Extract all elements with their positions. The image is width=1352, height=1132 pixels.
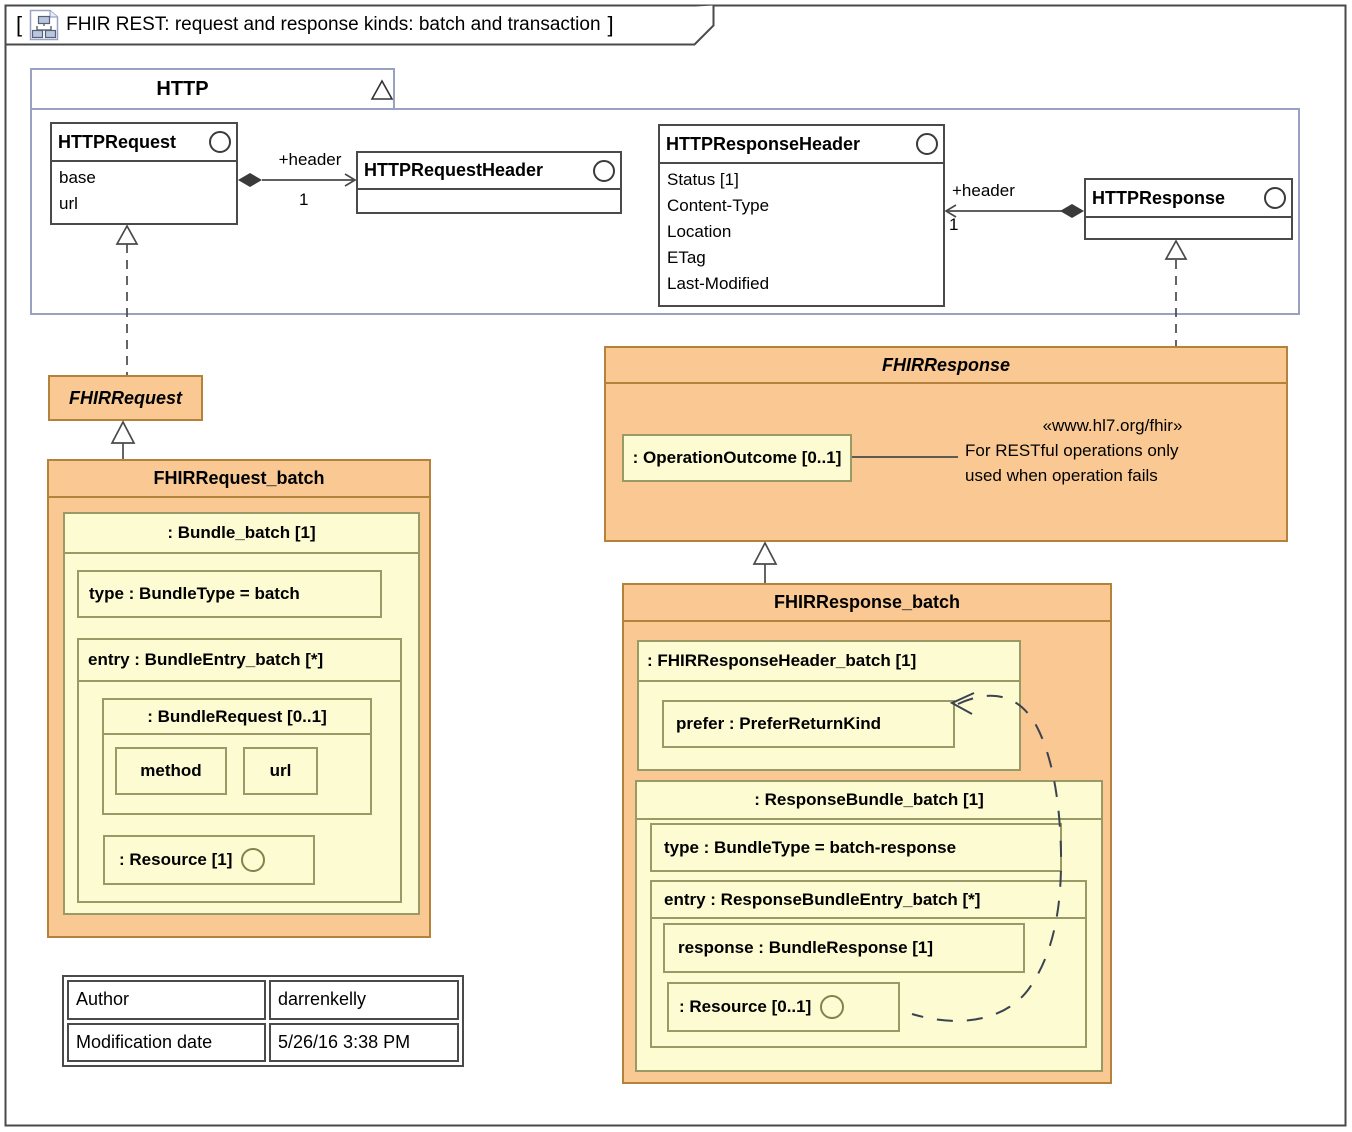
part-bundleresponse-label: response : BundleResponse [1] [678, 938, 934, 957]
interface-ball-icon [820, 995, 845, 1019]
info-table[interactable]: Author darrenkelly Modification date 5/2… [62, 975, 464, 1067]
association-multiplicity: 1 [949, 215, 959, 234]
attr-url: url [59, 194, 78, 213]
diagram-title-tab[interactable]: [ FHIR REST: request and response kinds:… [5, 5, 705, 44]
part-url-label: url [269, 761, 292, 780]
info-author-value: darrenkelly [269, 980, 459, 1020]
part-method[interactable]: method [115, 747, 227, 795]
part-fhirresponseheader-batch-label: : FHIRResponseHeader_batch [1] [647, 651, 917, 670]
generalization-triangle [752, 541, 778, 565]
association-header-label: +header [278, 150, 342, 169]
part-operation-outcome[interactable]: : OperationOutcome [0..1] [622, 434, 852, 482]
part-resource-label: : Resource [1] [119, 850, 233, 869]
part-resource-optional[interactable]: : Resource [0..1] [667, 982, 900, 1032]
part-bundleresponse[interactable]: response : BundleResponse [1] [663, 923, 1025, 973]
class-httpresponseheader-name: HTTPResponseHeader [666, 133, 861, 154]
note-stereotype: «www.hl7.org/fhir» [1042, 416, 1183, 435]
interface-ball-icon [593, 159, 615, 182]
note-line2: used when operation fails [965, 466, 1158, 485]
part-responsebundle-batch-label: : ResponseBundle_batch [1] [754, 790, 984, 809]
class-httpresponseheader[interactable]: HTTPResponseHeader Status [1] Content-Ty… [658, 124, 945, 307]
part-bundle-request-label: : BundleRequest [0..1] [147, 706, 327, 726]
class-httpresponse[interactable]: HTTPResponse [1084, 178, 1293, 240]
generalization-triangle [110, 420, 136, 444]
part-responsebundle-type-label: type : BundleType = batch-response [664, 837, 957, 857]
class-fhirresponse-batch-name: FHIRResponse_batch [773, 592, 961, 612]
part-resource[interactable]: : Resource [1] [103, 835, 315, 885]
class-httprequestheader[interactable]: HTTPRequestHeader [356, 151, 622, 214]
attr-status: Status [1] [667, 170, 739, 189]
note-hl7[interactable]: «www.hl7.org/fhir» For RESTful operation… [958, 403, 1267, 528]
part-bundle-entry-label: entry : BundleEntry_batch [*] [88, 650, 324, 669]
part-resource-optional-label: : Resource [0..1] [679, 997, 812, 1016]
association-header-label: +header [952, 181, 1015, 200]
part-responsebundle-type[interactable]: type : BundleType = batch-response [650, 823, 1062, 872]
attr-content-type: Content-Type [667, 196, 770, 215]
attr-location: Location [667, 222, 732, 241]
note-line1: For RESTful operations only [965, 441, 1179, 460]
part-bundle-batch-label: : Bundle_batch [1] [167, 523, 316, 542]
info-moddate-value: 5/26/16 3:38 PM [269, 1022, 459, 1062]
part-operation-outcome-label: : OperationOutcome [0..1] [632, 448, 842, 467]
http-package-name: HTTP [156, 77, 209, 100]
interface-ball-icon [1264, 187, 1286, 209]
interface-ball-icon [209, 131, 231, 153]
attr-last-modified: Last-Modified [667, 274, 770, 293]
part-prefer[interactable]: prefer : PreferReturnKind [662, 700, 955, 748]
part-prefer-label: prefer : PreferReturnKind [676, 714, 881, 733]
class-httpresponse-name: HTTPResponse [1092, 187, 1226, 208]
part-bundle-type[interactable]: type : BundleType = batch [77, 570, 382, 618]
class-httprequestheader-name: HTTPRequestHeader [364, 160, 544, 180]
title-close-bracket: ] [607, 11, 614, 37]
interface-ball-icon [241, 848, 266, 872]
http-package-tab[interactable]: HTTP [30, 68, 395, 110]
diagram-title: FHIR REST: request and response kinds: b… [66, 13, 601, 35]
class-fhirrequest-batch-name: FHIRRequest_batch [153, 468, 325, 488]
info-author-label: Author [67, 980, 266, 1020]
class-diagram-icon [29, 9, 59, 41]
attr-etag: ETag [667, 248, 706, 267]
class-httprequest[interactable]: HTTPRequest base url [50, 122, 238, 225]
part-url[interactable]: url [243, 747, 318, 795]
part-responsebundle-entry-label: entry : ResponseBundleEntry_batch [*] [664, 889, 981, 909]
title-open-bracket: [ [16, 11, 23, 37]
class-httprequest-name: HTTPRequest [58, 131, 177, 152]
attr-base: base [59, 168, 96, 187]
interface-ball-icon [916, 133, 938, 155]
class-fhirrequest[interactable]: FHIRRequest [48, 375, 203, 421]
class-fhirrequest-name: FHIRRequest [68, 387, 182, 408]
class-fhirresponse-name: FHIRResponse [881, 354, 1011, 375]
part-bundle-type-label: type : BundleType = batch [89, 584, 300, 603]
association-multiplicity: 1 [299, 190, 309, 209]
part-method-label: method [140, 761, 202, 780]
info-moddate-label: Modification date [67, 1022, 266, 1062]
